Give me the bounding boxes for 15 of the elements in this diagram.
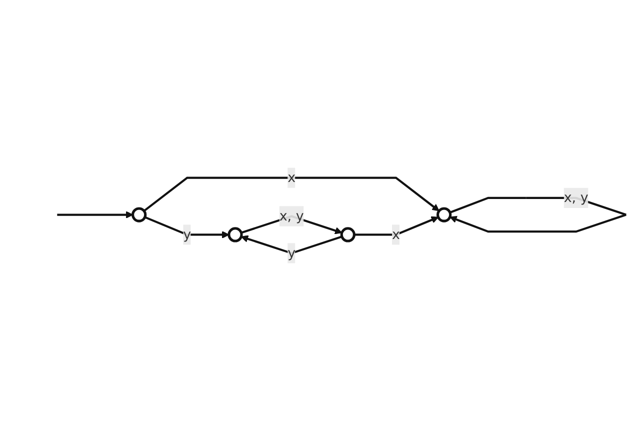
edge-label: y xyxy=(288,244,296,261)
node-circle xyxy=(340,227,356,242)
arrow xyxy=(143,176,440,212)
arrow xyxy=(144,216,230,238)
arrow xyxy=(240,235,342,254)
node-circle xyxy=(228,227,243,242)
arrow xyxy=(57,211,134,218)
edge-label: x, y xyxy=(279,208,304,224)
edge-label: y xyxy=(183,226,192,242)
node-circle xyxy=(436,207,452,222)
edge-label: x, y xyxy=(564,190,588,206)
arrow xyxy=(354,216,439,236)
edge-label: x xyxy=(288,169,296,186)
edge-label: x xyxy=(392,226,400,242)
node-circle xyxy=(132,207,147,222)
